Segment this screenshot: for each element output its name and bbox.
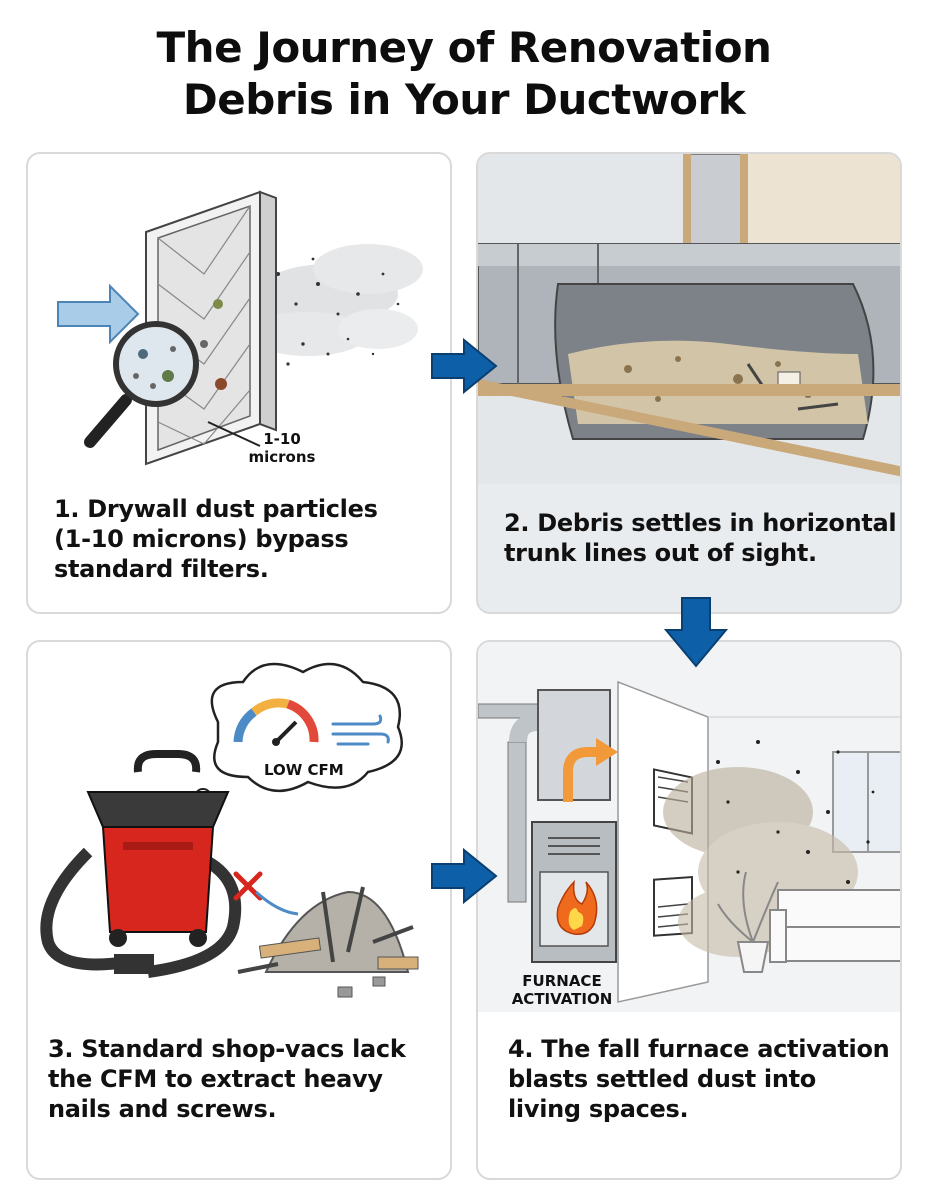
step-4-caption: 4. The fall furnace activation blasts se… (508, 1034, 890, 1124)
furnace-label-1: FURNACE (522, 972, 601, 990)
step-4-panel: FURNACE ACTIVATION 4. The fall furnace a… (476, 640, 902, 1180)
dust-cloud (248, 244, 423, 356)
step-1-caption: 1. Drywall dust particles (1-10 microns)… (54, 494, 378, 584)
step-1-panel: 1-10 microns 1. Drywall dust particles (… (26, 152, 452, 614)
debris-pile-icon (237, 886, 419, 998)
page-title: The Journey of Renovation Debris in Your… (0, 22, 928, 126)
step-4-illustration: FURNACE ACTIVATION (478, 642, 900, 1012)
flow-arrow-down-icon (664, 597, 728, 668)
air-flow-arrow-icon (57, 283, 140, 345)
step-1-caption-line-3: standard filters. (54, 555, 269, 583)
couch-icon (769, 889, 900, 963)
step-1-caption-line-1: 1. Drywall dust particles (54, 495, 378, 523)
step-1-illustration: 1-10 microns (57, 190, 423, 466)
particle-size-label-2: microns (249, 448, 316, 466)
gauge-icon (233, 698, 319, 746)
plant-icon (717, 871, 779, 973)
step-2-illustration (478, 154, 900, 484)
step-3-caption: 3. Standard shop-vacs lack the CFM to ex… (48, 1034, 406, 1124)
title-line-1: The Journey of Renovation (156, 23, 772, 72)
step-2-caption: 2. Debris settles in horizontal trunk li… (504, 508, 897, 568)
furnace-label-2: ACTIVATION (512, 990, 613, 1008)
flow-arrow-right-icon (431, 338, 498, 394)
duct-icon (478, 243, 900, 477)
step-2-caption-line-1: 2. Debris settles in horizontal (504, 509, 897, 537)
gauge-label: LOW CFM (264, 761, 344, 779)
step-3-caption-line-2: the CFM to extract heavy (48, 1065, 383, 1093)
shop-vac-icon (40, 750, 242, 978)
step-3-panel: LOW CFM (26, 640, 452, 1180)
step-2-panel: 2. Debris settles in horizontal trunk li… (476, 152, 902, 614)
step-3-caption-line-3: nails and screws. (48, 1095, 277, 1123)
step-4-caption-line-2: blasts settled dust into (508, 1065, 816, 1093)
step-3-illustration: LOW CFM (40, 662, 419, 998)
step-4-caption-line-1: 4. The fall furnace activation (508, 1035, 890, 1063)
particle-size-label-1: 1-10 (263, 430, 301, 448)
title-line-2: Debris in Your Ductwork (182, 75, 746, 124)
step-4-caption-line-3: living spaces. (508, 1095, 689, 1123)
wind-icon (331, 714, 390, 746)
magnifier-icon (84, 321, 199, 448)
flow-arrow-right-icon-2 (431, 848, 498, 904)
step-2-caption-line-2: trunk lines out of sight. (504, 539, 817, 567)
flame-icon (556, 879, 598, 936)
x-mark-icon (233, 871, 263, 901)
step-1-caption-line-2: (1-10 microns) bypass (54, 525, 349, 553)
step-3-caption-line-1: 3. Standard shop-vacs lack (48, 1035, 406, 1063)
